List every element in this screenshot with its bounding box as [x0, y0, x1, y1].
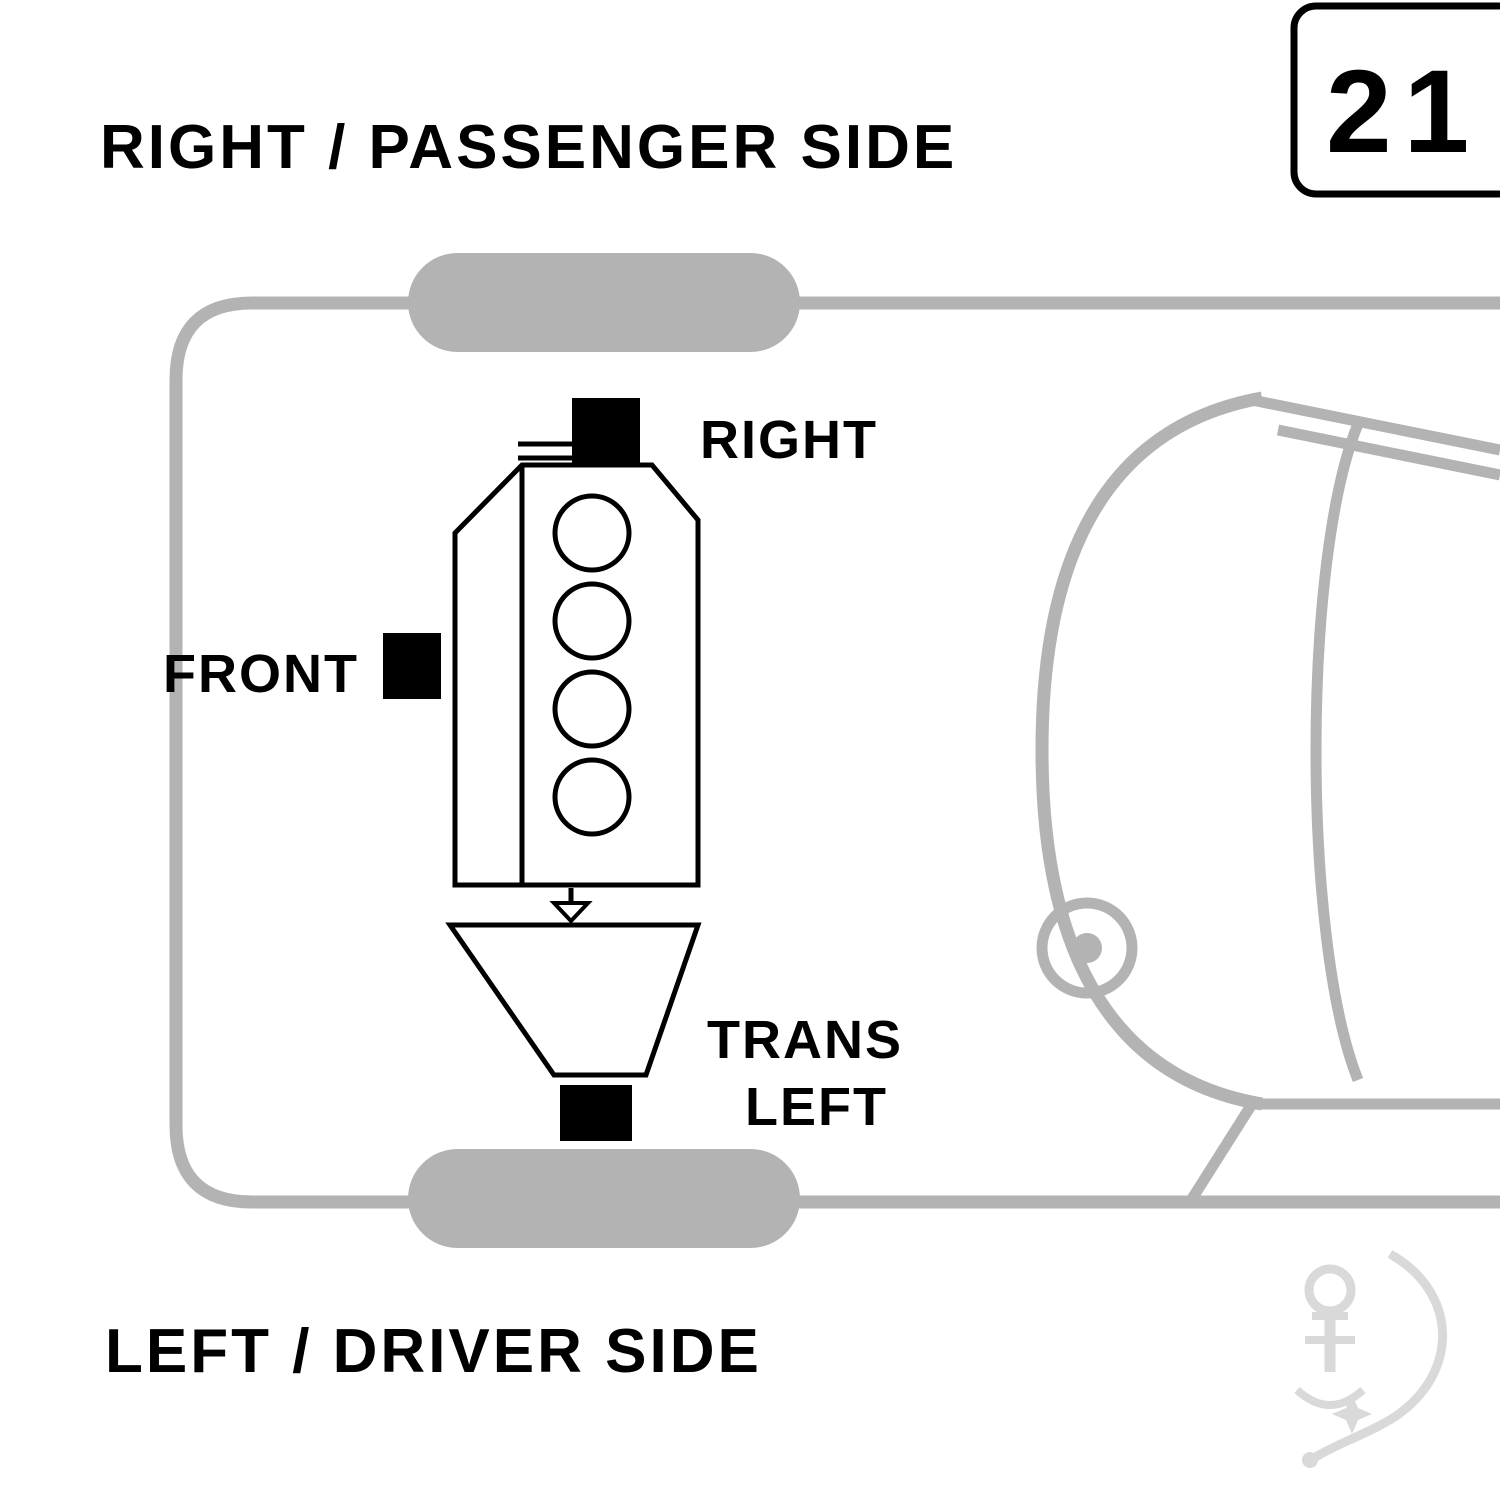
cylinder-1	[552, 493, 632, 573]
cylinder-4	[552, 757, 632, 837]
car-outline	[169, 253, 1500, 1248]
engine-assembly	[383, 398, 702, 1141]
label-right-passenger-side: RIGHT / PASSENGER SIDE	[100, 113, 957, 182]
car-body-rails	[169, 296, 1500, 1209]
page-number-border	[1290, 2, 1500, 198]
trans-left-mount-block	[560, 1085, 632, 1141]
label-left-driver-side: LEFT / DRIVER SIDE	[105, 1317, 762, 1386]
watermark-star	[1332, 1394, 1372, 1434]
wheel-bottom	[408, 1149, 800, 1248]
cylinder-2	[552, 581, 632, 661]
front-mount-block	[383, 633, 441, 699]
firewall-curve	[1310, 421, 1364, 1083]
page-number: 21	[1326, 46, 1481, 178]
watermark-anchor-ring	[1304, 1264, 1356, 1316]
output-shaft-funnel	[549, 901, 593, 924]
watermark-anchor-arms	[1294, 1386, 1366, 1409]
hub-outer-circle	[1036, 897, 1138, 999]
wheel-top	[408, 253, 800, 352]
label-front-mount: FRONT	[163, 644, 359, 704]
right-mount-block	[572, 398, 640, 464]
watermark-swoosh	[1311, 1250, 1447, 1462]
label-trans-mount-line2: LEFT	[745, 1077, 888, 1137]
page-number-box: 21	[1290, 2, 1500, 198]
watermark-swoosh-dot	[1302, 1452, 1318, 1468]
label-right-mount: RIGHT	[700, 410, 878, 470]
transmission-outline	[445, 922, 702, 1078]
cowl-line-top-1	[1250, 394, 1500, 456]
cylinder-3	[552, 669, 632, 749]
hub-inner-circle	[1072, 933, 1102, 963]
front-fascia-curve	[1035, 391, 1264, 1111]
cowl-connector-bottom	[1185, 1101, 1257, 1205]
brand-watermark-logo	[1294, 1250, 1447, 1468]
cowl-line-top-2	[1276, 424, 1500, 481]
label-trans-mount-line1: TRANS	[707, 1010, 903, 1070]
